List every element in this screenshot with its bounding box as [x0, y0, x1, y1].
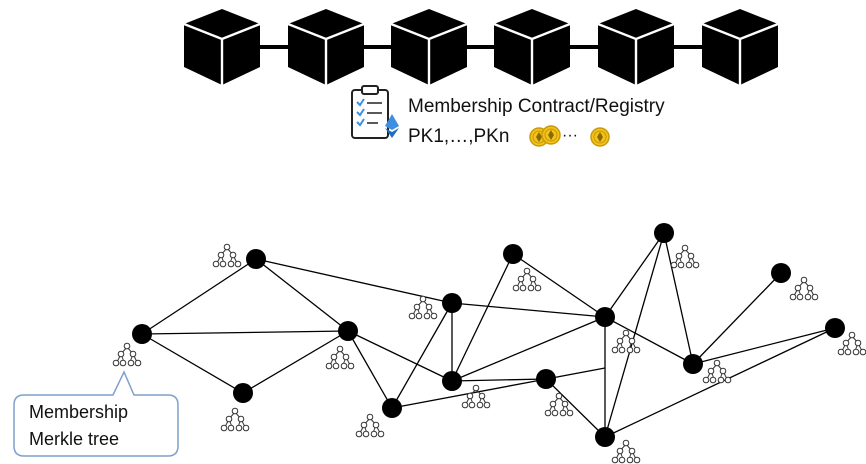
network-node: [233, 383, 253, 403]
network: [112, 223, 866, 464]
network-node: [246, 249, 266, 269]
network-node: [503, 244, 523, 264]
network-node: [442, 293, 462, 313]
merkle-tree-icon: [670, 244, 700, 269]
merkle-tree-icon: [789, 276, 819, 301]
merkle-tree-icon: [355, 413, 385, 438]
ethereum-coin-icon: [541, 125, 561, 145]
network-node: [683, 354, 703, 374]
network-nodes: [132, 223, 845, 447]
merkle-tree-callout: Membership Merkle tree: [13, 370, 179, 457]
merkle-tree-icon: [212, 243, 242, 268]
block-cube-icon: [389, 7, 469, 87]
merkle-tree-icon: [702, 359, 732, 384]
ethereum-coin-icon: [590, 127, 610, 147]
network-node: [595, 307, 615, 327]
merkle-tree-icon: [837, 331, 866, 356]
network-node: [654, 223, 674, 243]
block-cube-icon: [182, 7, 262, 87]
merkle-tree-icon: [220, 407, 250, 432]
merkle-tree-icon: [408, 295, 438, 320]
callout-line-2: Merkle tree: [29, 429, 119, 449]
block-cube-icon: [596, 7, 676, 87]
block-cube-icon: [492, 7, 572, 87]
network-node: [338, 321, 358, 341]
block-cube-icon: [700, 7, 780, 87]
block-cube-icon: [286, 7, 366, 87]
contract-title: Membership Contract/Registry: [408, 96, 665, 117]
coin-stack: ···: [529, 125, 610, 147]
network-node: [825, 318, 845, 338]
merkle-trees: [112, 243, 866, 464]
network-node: [382, 398, 402, 418]
merkle-tree-icon: [611, 439, 641, 464]
merkle-tree-icon: [512, 267, 542, 292]
merkle-tree-icon: [461, 384, 491, 409]
network-node: [771, 263, 791, 283]
network-edges: [141, 232, 836, 438]
network-node: [442, 371, 462, 391]
merkle-tree-icon: [112, 342, 142, 367]
coins-separator: ···: [562, 127, 578, 144]
blockchain: [182, 7, 780, 87]
network-node: [132, 324, 152, 344]
checklist-ethereum-icon: [351, 85, 399, 139]
merkle-tree-icon: [544, 392, 574, 417]
merkle-tree-icon: [325, 345, 355, 370]
network-node: [595, 427, 615, 447]
network-node: [536, 369, 556, 389]
contract-keys: PK1,…,PKn: [408, 126, 509, 147]
membership-contract: Membership Contract/Registry PK1,…,PKn ·…: [351, 85, 665, 147]
callout-line-1: Membership: [29, 402, 128, 422]
